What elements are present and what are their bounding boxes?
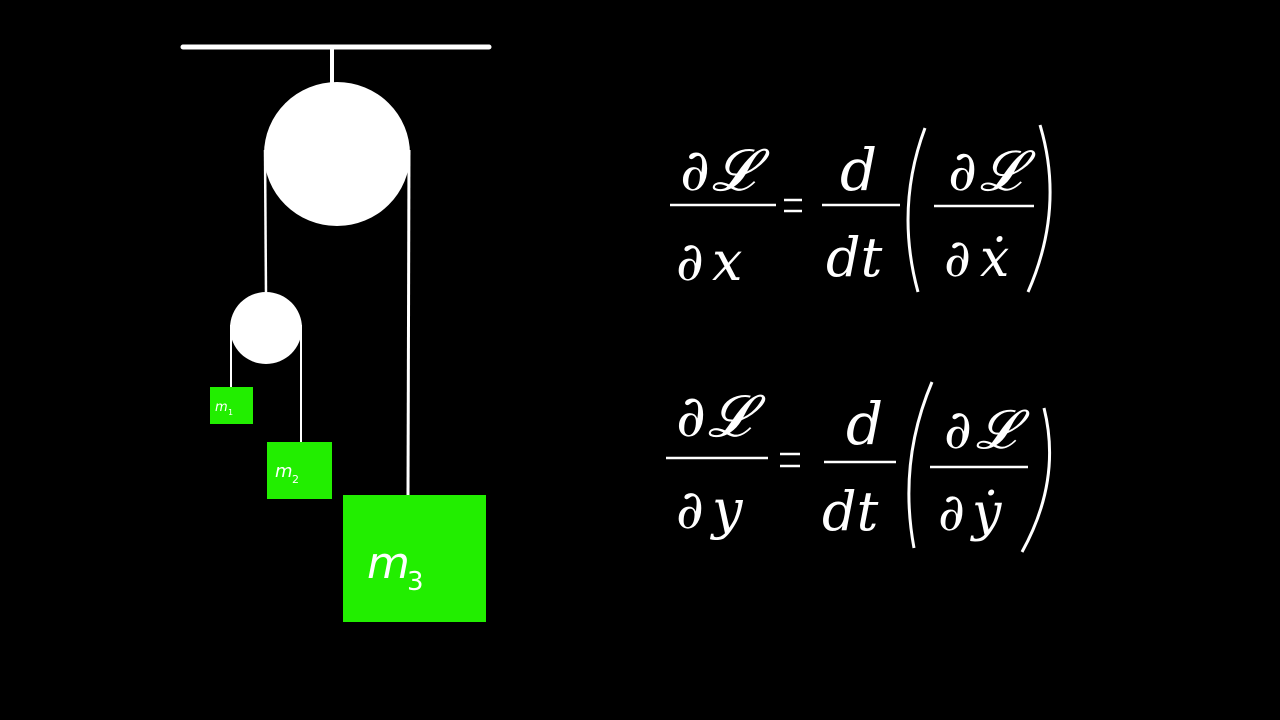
mass-3-rect xyxy=(343,495,486,622)
eq1-lhs-partial: ∂ xyxy=(680,136,710,204)
mass-1-label: m xyxy=(215,400,228,415)
mass-3-block: m 3 xyxy=(343,495,486,622)
eq1-left-paren xyxy=(906,127,927,293)
mass-1-block: m 1 xyxy=(210,387,253,424)
eq2-dt: dt xyxy=(822,480,879,543)
eq2-lhs-partial: ∂ xyxy=(676,382,706,450)
pulley-system: m 1 m 2 m 3 xyxy=(180,44,492,622)
eq2-inner-lagrangian: 𝓛 xyxy=(976,398,1030,461)
small-pulley xyxy=(230,292,302,364)
eq2-inner-partial: ∂ xyxy=(944,398,972,461)
eq2-lhs-lagrangian: 𝓛 xyxy=(708,382,766,450)
eq2-lhs-den-partial: ∂ xyxy=(676,478,704,541)
eq2-d: d xyxy=(846,390,883,458)
eq2-velocity: ẏ xyxy=(970,483,1002,543)
eq1-inner-den-partial: ∂ xyxy=(944,229,971,289)
eq2-inner-den-partial: ∂ xyxy=(938,483,965,543)
eq2-right-paren xyxy=(1020,407,1052,553)
euler-lagrange-equation-y: ∂ 𝓛 ∂ y d dt ∂ 𝓛 ∂ ẏ xyxy=(666,381,1052,553)
big-pulley xyxy=(264,82,410,226)
mass-2-label: m xyxy=(275,461,293,482)
rope-left-big xyxy=(263,149,268,297)
eq1-d: d xyxy=(840,136,877,204)
eq1-inner-lagrangian: 𝓛 xyxy=(980,139,1036,204)
eq1-velocity: ẋ xyxy=(980,229,1009,289)
eq1-lhs-den-partial: ∂ xyxy=(676,230,704,293)
mass-1-rect xyxy=(210,387,253,424)
mass-3-subscript: 3 xyxy=(407,567,424,597)
eq1-lhs-lagrangian: 𝓛 xyxy=(712,136,770,204)
eq1-right-paren xyxy=(1026,124,1052,293)
euler-lagrange-equation-x: ∂ 𝓛 ∂ x d dt ∂ 𝓛 ∂ ẋ xyxy=(670,124,1052,293)
mass-2-block: m 2 xyxy=(267,442,332,499)
mass-2-rect xyxy=(267,442,332,499)
mass-3-label: m xyxy=(367,538,410,589)
eq1-dt: dt xyxy=(826,226,883,289)
eq1-coordinate: x xyxy=(712,230,742,293)
eq2-left-paren xyxy=(907,381,934,549)
mass-2-subscript: 2 xyxy=(292,473,299,486)
eq2-coordinate: y xyxy=(710,478,744,541)
eq1-inner-partial: ∂ xyxy=(948,139,977,204)
mass-1-subscript: 1 xyxy=(228,408,233,417)
rope-right-big xyxy=(406,149,411,496)
